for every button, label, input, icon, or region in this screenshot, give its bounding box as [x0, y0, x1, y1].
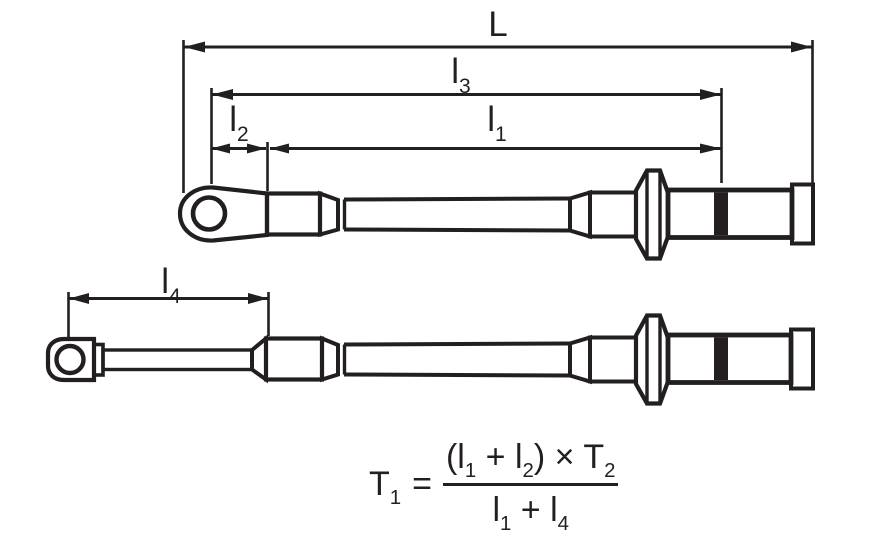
top-wrench-barrel [588, 190, 638, 239]
arrowhead-L-left [184, 41, 205, 53]
arrowhead-l1-left [270, 143, 289, 154]
dim-label-l2: l2 [229, 100, 249, 146]
top-wrench-eye-head [177, 185, 270, 243]
bottom-wrench-extension-eye-head [45, 336, 97, 383]
top-wrench-neck [264, 191, 323, 237]
bottom-wrench-sleeve [263, 336, 325, 382]
bottom-wrench-extension-rod [101, 348, 254, 372]
bottom-wrench-end-cap [789, 327, 815, 391]
bottom-wrench-sleeve-taper-left [250, 334, 268, 384]
formula-lhs: T1 [369, 464, 402, 509]
arrowhead-l4-right [248, 293, 268, 304]
top-wrench-shaft-taper [568, 189, 592, 240]
top-wrench-shaft-bottom [343, 227, 571, 233]
formula-fraction-bar [442, 483, 619, 486]
bottom-wrench-scale-band [714, 337, 728, 380]
arrowhead-l3-left [212, 89, 233, 100]
bottom-wrench-shaft-taper [568, 334, 592, 385]
bottom-wrench-sleeve-taper-right [320, 335, 340, 383]
top-wrench-eye-hole [190, 195, 228, 232]
wrench-top [177, 168, 815, 261]
bottom-wrench-eye-hole [54, 343, 86, 376]
arrowhead-l4-left [69, 293, 89, 304]
top-wrench-shaft-top [343, 196, 571, 202]
formula-fraction: (l1 + l2) × T2 l1 + l4 [442, 438, 619, 535]
dim-label-l1: l1 [487, 100, 507, 146]
bottom-wrench-shaft-top [343, 341, 571, 347]
arrowhead-l1-right [700, 143, 721, 154]
dim-label-l4: l4 [161, 262, 181, 308]
formula-numerator: (l1 + l2) × T2 [445, 438, 616, 483]
bottom-wrench-shaft-bottom [343, 372, 571, 378]
dim-label-l3: l3 [451, 52, 471, 98]
bottom-wrench-pivot-knob [633, 313, 671, 406]
arrowhead-l2-right [247, 143, 266, 154]
top-wrench-scale-band [714, 192, 728, 235]
top-wrench-pivot-knob [633, 168, 671, 261]
bottom-wrench-handle [665, 332, 794, 385]
arrowhead-l3-right [700, 89, 721, 100]
torque-formula: T1 = (l1 + l2) × T2 l1 + l4 [369, 438, 619, 535]
top-wrench-end-cap [790, 182, 815, 246]
arrowhead-L-right [791, 41, 812, 53]
dimension-lines [69, 41, 812, 304]
formula-denominator: l1 + l4 [492, 491, 569, 535]
top-wrench-handle [665, 187, 795, 240]
top-wrench-neck-taper [318, 190, 340, 238]
bottom-wrench-barrel [588, 335, 638, 384]
arrowhead-l2-left [211, 143, 230, 154]
formula-equals: = [412, 464, 432, 503]
wrench-bottom [45, 313, 815, 406]
extension-lines [67, 40, 814, 338]
dim-label-L: L [488, 5, 508, 44]
